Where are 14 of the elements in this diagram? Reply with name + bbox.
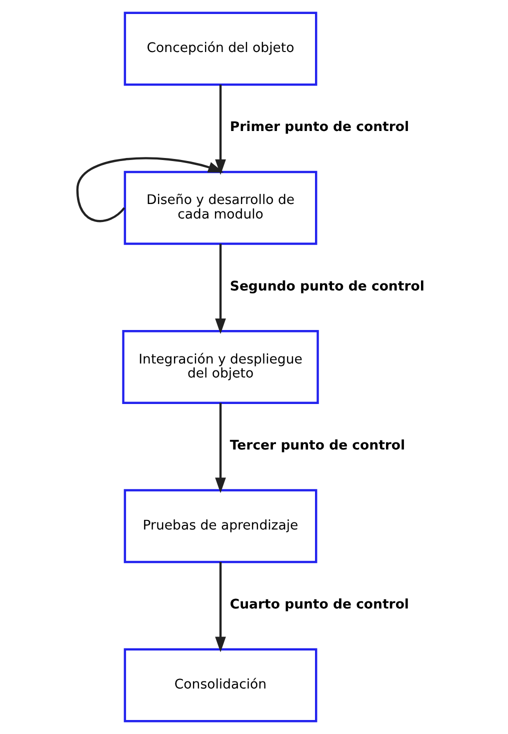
node-box: Diseño y desarrollo de cada modulo [123, 170, 317, 245]
edge-label: Segundo punto de control [229, 279, 424, 294]
node-box: Pruebas de aprendizaje [123, 489, 317, 564]
arrow [214, 402, 226, 494]
arrow [76, 157, 224, 222]
node-box: Integración y despliegue del objeto [122, 330, 318, 404]
node-box: Concepción del objeto [123, 12, 317, 86]
edge-label: Cuarto punto de control [229, 598, 408, 613]
edge-label: Primer punto de control [229, 120, 409, 136]
arrow [214, 84, 226, 175]
node-box: Consolidación [123, 648, 317, 722]
arrow [214, 244, 226, 334]
arrow [214, 562, 226, 652]
edge-label: Tercer punto de control [229, 438, 405, 454]
